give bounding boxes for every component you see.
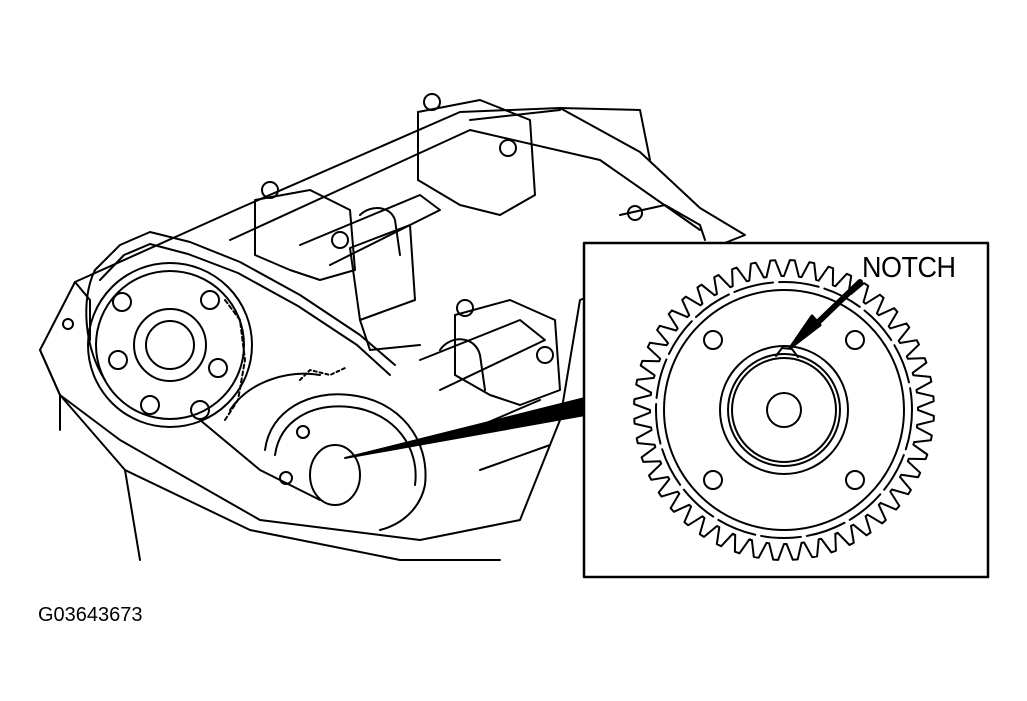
right-cam-sprocket bbox=[264, 367, 427, 531]
camshafts bbox=[299, 109, 561, 391]
detail-inset bbox=[582, 241, 990, 579]
left-cam-sprocket bbox=[87, 262, 253, 428]
notch-callout-label: NOTCH bbox=[862, 252, 956, 284]
figure-code: G03643673 bbox=[38, 604, 143, 626]
camshaft-bearing-caps bbox=[254, 93, 706, 406]
arrow-pointer-icon bbox=[788, 279, 863, 350]
